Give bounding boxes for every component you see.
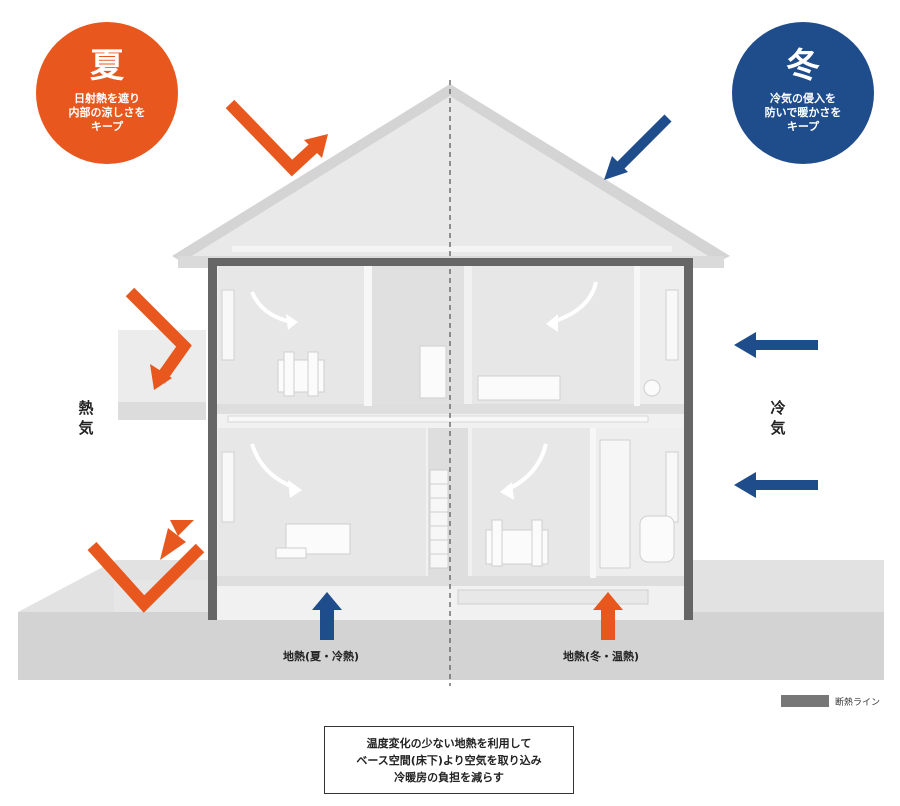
- summer-title: 夏: [90, 46, 124, 86]
- cold-air-label: 冷 気: [770, 399, 786, 437]
- legend: 断熱ライン: [781, 694, 880, 708]
- legend-label: 断熱ライン: [835, 697, 881, 708]
- winter-title: 冬: [786, 46, 820, 86]
- insulation-line-swatch: [781, 695, 829, 707]
- summer-heat-arrows: [87, 99, 323, 613]
- ground: [18, 560, 884, 680]
- summer-ground-arrow: [312, 592, 342, 640]
- house-body: [208, 258, 692, 620]
- caption-box: 温度変化の少ない地熱を利用して ベース空間(床下)より空気を取り込み 冷暖房の負…: [324, 726, 574, 794]
- winter-ground-arrow: [593, 592, 623, 640]
- winter-badge: 冬 冷気の侵入を 防いで暖かさを キープ: [732, 22, 874, 164]
- summer-badge: 夏 日射熱を遮り 内部の涼しさを キープ: [36, 22, 178, 164]
- roof: [172, 84, 730, 268]
- winter-description: 冷気の侵入を 防いで暖かさを キープ: [764, 92, 842, 133]
- ground-heat-winter-label: 地熱(冬・温熱): [563, 650, 640, 663]
- heat-air-label: 熱 気: [78, 399, 94, 437]
- winter-cold-arrows: [604, 114, 818, 498]
- ground-heat-summer-label: 地熱(夏・冷熱): [283, 650, 360, 663]
- summer-description: 日射熱を遮り 内部の涼しさを キープ: [68, 92, 146, 133]
